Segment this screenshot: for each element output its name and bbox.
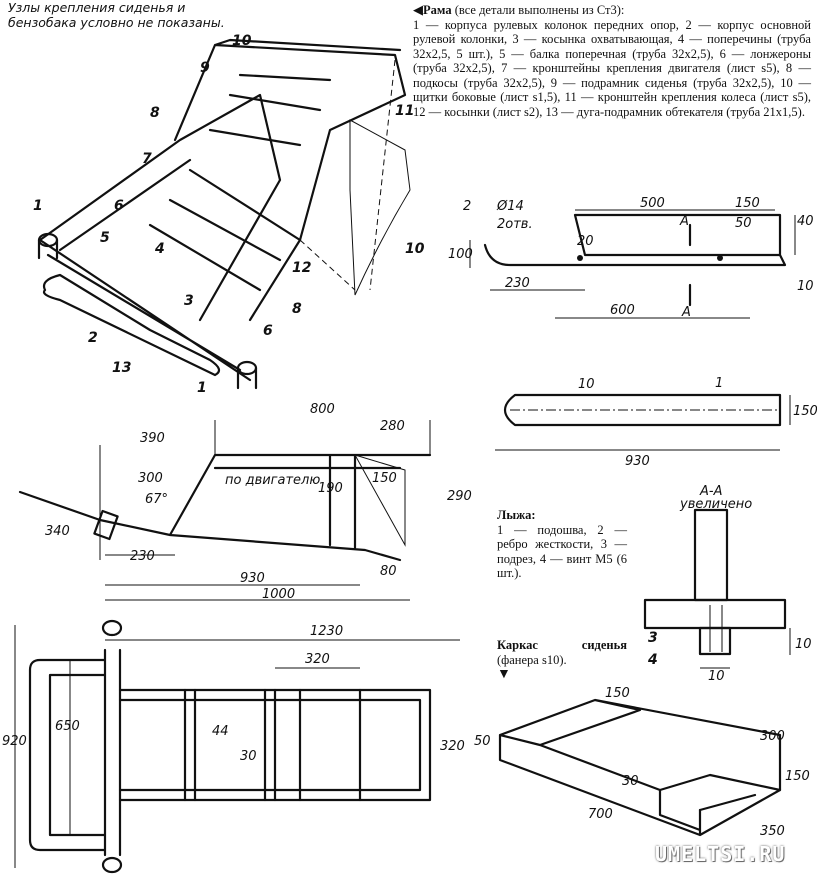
arrow-down-icon: ▼ bbox=[497, 667, 511, 682]
section-a-a: А-А увеличено 3 4 10 10 bbox=[643, 484, 812, 684]
ski-caption: Лыжа: 1 — подошва, 2 — ребро жесткости, … bbox=[497, 508, 627, 581]
seat-caption: Каркас сиденья (фанера s10). ▼ bbox=[497, 638, 627, 683]
side-dim-190: 190 bbox=[318, 481, 343, 496]
callout-2: 2 bbox=[88, 330, 98, 346]
section-mark-a-bottom: А bbox=[681, 305, 691, 320]
callout-10b: 10 bbox=[405, 241, 425, 257]
callout-7: 7 bbox=[142, 151, 152, 167]
section-callout-3: 3 bbox=[648, 630, 658, 646]
callout-6b: 6 bbox=[263, 323, 273, 339]
seat-frame-view: 150 50 300 30 150 700 350 bbox=[474, 686, 810, 839]
seat-dim-30: 30 bbox=[622, 774, 639, 789]
seat-dim-700: 700 bbox=[588, 807, 613, 822]
top-dim-320-width: 320 bbox=[440, 739, 465, 754]
callout-10: 10 bbox=[232, 33, 252, 49]
side-dim-290: 290 bbox=[447, 489, 472, 504]
ski-dim-600: 600 bbox=[610, 303, 635, 318]
side-dim-1000: 1000 bbox=[262, 587, 295, 602]
section-dim-10-vertical: 10 bbox=[795, 637, 812, 652]
ski-caption-body: 1 — подошва, 2 — ребро жесткости, 3 — по… bbox=[497, 522, 627, 581]
seat-caption-body: (фанера s10). bbox=[497, 652, 567, 667]
top-dim-44: 44 bbox=[212, 724, 229, 739]
ski-top-dim-930: 930 bbox=[625, 454, 650, 469]
callout-8: 8 bbox=[150, 105, 160, 121]
top-dim-30: 30 bbox=[240, 749, 257, 764]
section-callout-4: 4 bbox=[647, 652, 658, 668]
ski-dim-10: 10 bbox=[797, 279, 814, 294]
side-dim-390: 390 bbox=[140, 431, 165, 446]
top-dim-320-spacing: 320 bbox=[305, 652, 330, 667]
ski-dim-40: 40 bbox=[797, 214, 814, 229]
ski-dim-20: 20 bbox=[577, 234, 594, 249]
frame-perspective-view: 10 9 8 7 11 6 1 5 4 12 10 3 8 2 6 13 1 bbox=[33, 33, 425, 396]
top-dim-650: 650 bbox=[55, 719, 80, 734]
callout-6: 6 bbox=[114, 198, 124, 214]
section-mark-a-top: А bbox=[679, 214, 689, 229]
ski-callout-2: 2 bbox=[463, 199, 471, 214]
callout-13: 13 bbox=[112, 360, 131, 376]
callout-8b: 8 bbox=[292, 301, 302, 317]
seat-dim-50: 50 bbox=[474, 734, 491, 749]
side-dim-230: 230 bbox=[130, 549, 155, 564]
ski-top-dim-150: 150 bbox=[793, 404, 817, 419]
callout-1: 1 bbox=[33, 198, 43, 214]
ski-caption-title: Лыжа: bbox=[497, 508, 536, 522]
section-dim-10-horizontal: 10 bbox=[708, 669, 725, 684]
callout-4: 4 bbox=[154, 241, 165, 257]
ski-hole-count: 2отв. bbox=[497, 217, 533, 232]
frame-top-view: 1230 320 920 650 44 30 320 bbox=[2, 619, 465, 874]
side-dim-300: 300 bbox=[138, 471, 163, 486]
arrow-left-icon: ◀ bbox=[413, 2, 423, 17]
watermark: UMELTSI.RU bbox=[655, 842, 786, 866]
frame-caption: ◀Рама (все детали выполнены из Ст3): 1 —… bbox=[413, 2, 811, 119]
callout-1b: 1 bbox=[197, 380, 207, 396]
side-dim-340: 340 bbox=[45, 524, 70, 539]
callout-12: 12 bbox=[292, 260, 311, 276]
frame-caption-title: Рама bbox=[423, 3, 452, 17]
callout-3: 3 bbox=[184, 293, 194, 309]
side-dim-800: 800 bbox=[310, 402, 335, 417]
ski-callout-1: 1 bbox=[715, 376, 723, 391]
callout-11: 11 bbox=[395, 103, 414, 119]
ski-top-view: 1 10 150 930 bbox=[495, 376, 817, 469]
seat-dim-350: 350 bbox=[760, 824, 785, 839]
ski-side-view: 2 Ø14 2отв. 500 150 А 50 40 20 100 10 23… bbox=[448, 196, 814, 320]
drawing-note: Узлы крепления сиденья и бензобака услов… bbox=[8, 0, 225, 30]
callout-5: 5 bbox=[100, 230, 110, 246]
side-dim-80: 80 bbox=[380, 564, 397, 579]
section-title: А-А bbox=[699, 484, 722, 499]
side-dim-930: 930 bbox=[240, 571, 265, 586]
ski-hole-diameter: Ø14 bbox=[496, 199, 524, 214]
frame-caption-body: 1 — корпуса рулевых колонок передних опо… bbox=[413, 17, 811, 119]
ski-dim-100: 100 bbox=[448, 247, 473, 262]
callout-9: 9 bbox=[200, 60, 210, 76]
side-angle-67: 67° bbox=[145, 492, 168, 507]
ski-dim-50: 50 bbox=[735, 216, 752, 231]
seat-caption-title: Каркас сиденья bbox=[497, 638, 627, 652]
ski-dim-500: 500 bbox=[640, 196, 665, 211]
ski-dim-150: 150 bbox=[735, 196, 760, 211]
frame-side-view: 800 390 280 по двигателю 300 67° 190 150… bbox=[18, 402, 472, 602]
side-dim-280: 280 bbox=[380, 419, 405, 434]
side-engine-label: по двигателю bbox=[225, 473, 320, 488]
seat-dim-300: 300 bbox=[760, 729, 785, 744]
top-dim-920: 920 bbox=[2, 734, 27, 749]
seat-dim-150-top: 150 bbox=[605, 686, 630, 701]
ski-dim-230: 230 bbox=[505, 276, 530, 291]
ski-top-dim-10: 10 bbox=[578, 377, 595, 392]
section-subtitle: увеличено bbox=[679, 497, 752, 512]
side-dim-150: 150 bbox=[372, 471, 397, 486]
top-dim-1230: 1230 bbox=[310, 624, 343, 639]
frame-caption-suffix: (все детали выполнены из Ст3): bbox=[451, 3, 625, 17]
seat-dim-150-side: 150 bbox=[785, 769, 810, 784]
